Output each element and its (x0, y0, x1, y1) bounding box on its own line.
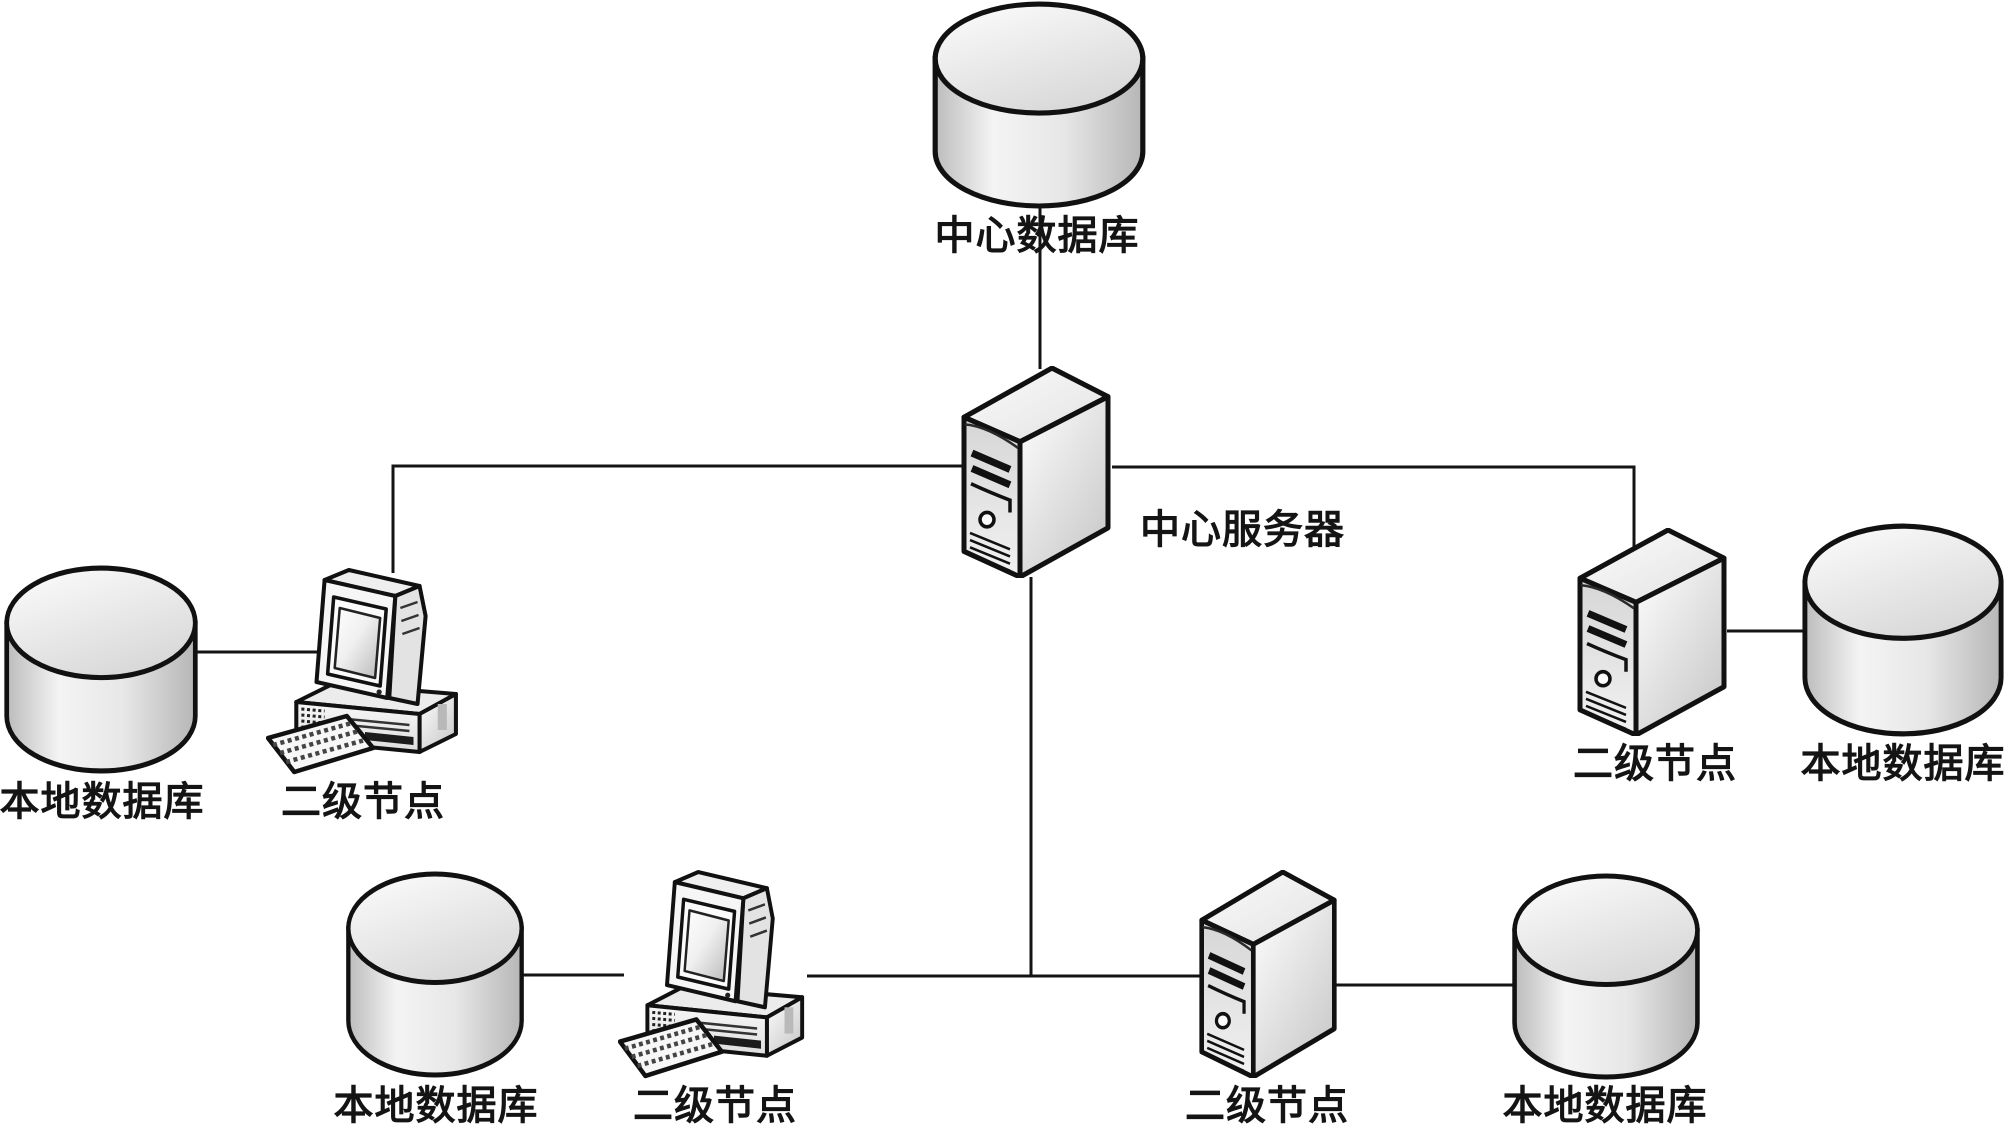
workstation-icon (618, 868, 810, 1082)
node-bottom-right-local-database (1510, 872, 1702, 1081)
server-tower-icon (1198, 870, 1338, 1078)
database-cylinder-icon (344, 870, 526, 1079)
workstation-icon (266, 566, 464, 778)
label-bottom-right-secondary: 二级节点 (1185, 1083, 1349, 1128)
server-tower-icon (1576, 528, 1728, 736)
label-bottom-secondary: 二级节点 (633, 1083, 797, 1128)
node-bottom-secondary (618, 868, 810, 1082)
label-central-database: 中心数据库 (934, 213, 1140, 258)
node-left-local-database (2, 564, 200, 775)
label-bottom-right-local-database: 本地数据库 (1502, 1083, 1708, 1128)
node-bottom-right-secondary (1198, 870, 1338, 1078)
node-bottom-local-database (344, 870, 526, 1079)
node-right-secondary (1576, 528, 1728, 736)
node-central-server (960, 366, 1112, 578)
label-left-local-database: 本地数据库 (0, 779, 205, 824)
label-right-secondary: 二级节点 (1573, 741, 1737, 786)
database-cylinder-icon (1800, 522, 2006, 738)
label-right-local-database: 本地数据库 (1800, 741, 2006, 786)
label-left-secondary: 二级节点 (281, 779, 445, 824)
label-central-server: 中心服务器 (1140, 507, 1345, 552)
node-right-local-database (1800, 522, 2006, 738)
server-tower-icon (960, 366, 1112, 578)
node-left-secondary (266, 566, 464, 778)
database-cylinder-icon (930, 0, 1148, 210)
database-cylinder-icon (1510, 872, 1702, 1081)
edge-central-server-right-node (1112, 465, 1636, 552)
label-bottom-local-database: 本地数据库 (333, 1083, 539, 1128)
database-cylinder-icon (2, 564, 200, 775)
edge-central-server-left-node (391, 464, 962, 573)
node-central-database (930, 0, 1148, 210)
